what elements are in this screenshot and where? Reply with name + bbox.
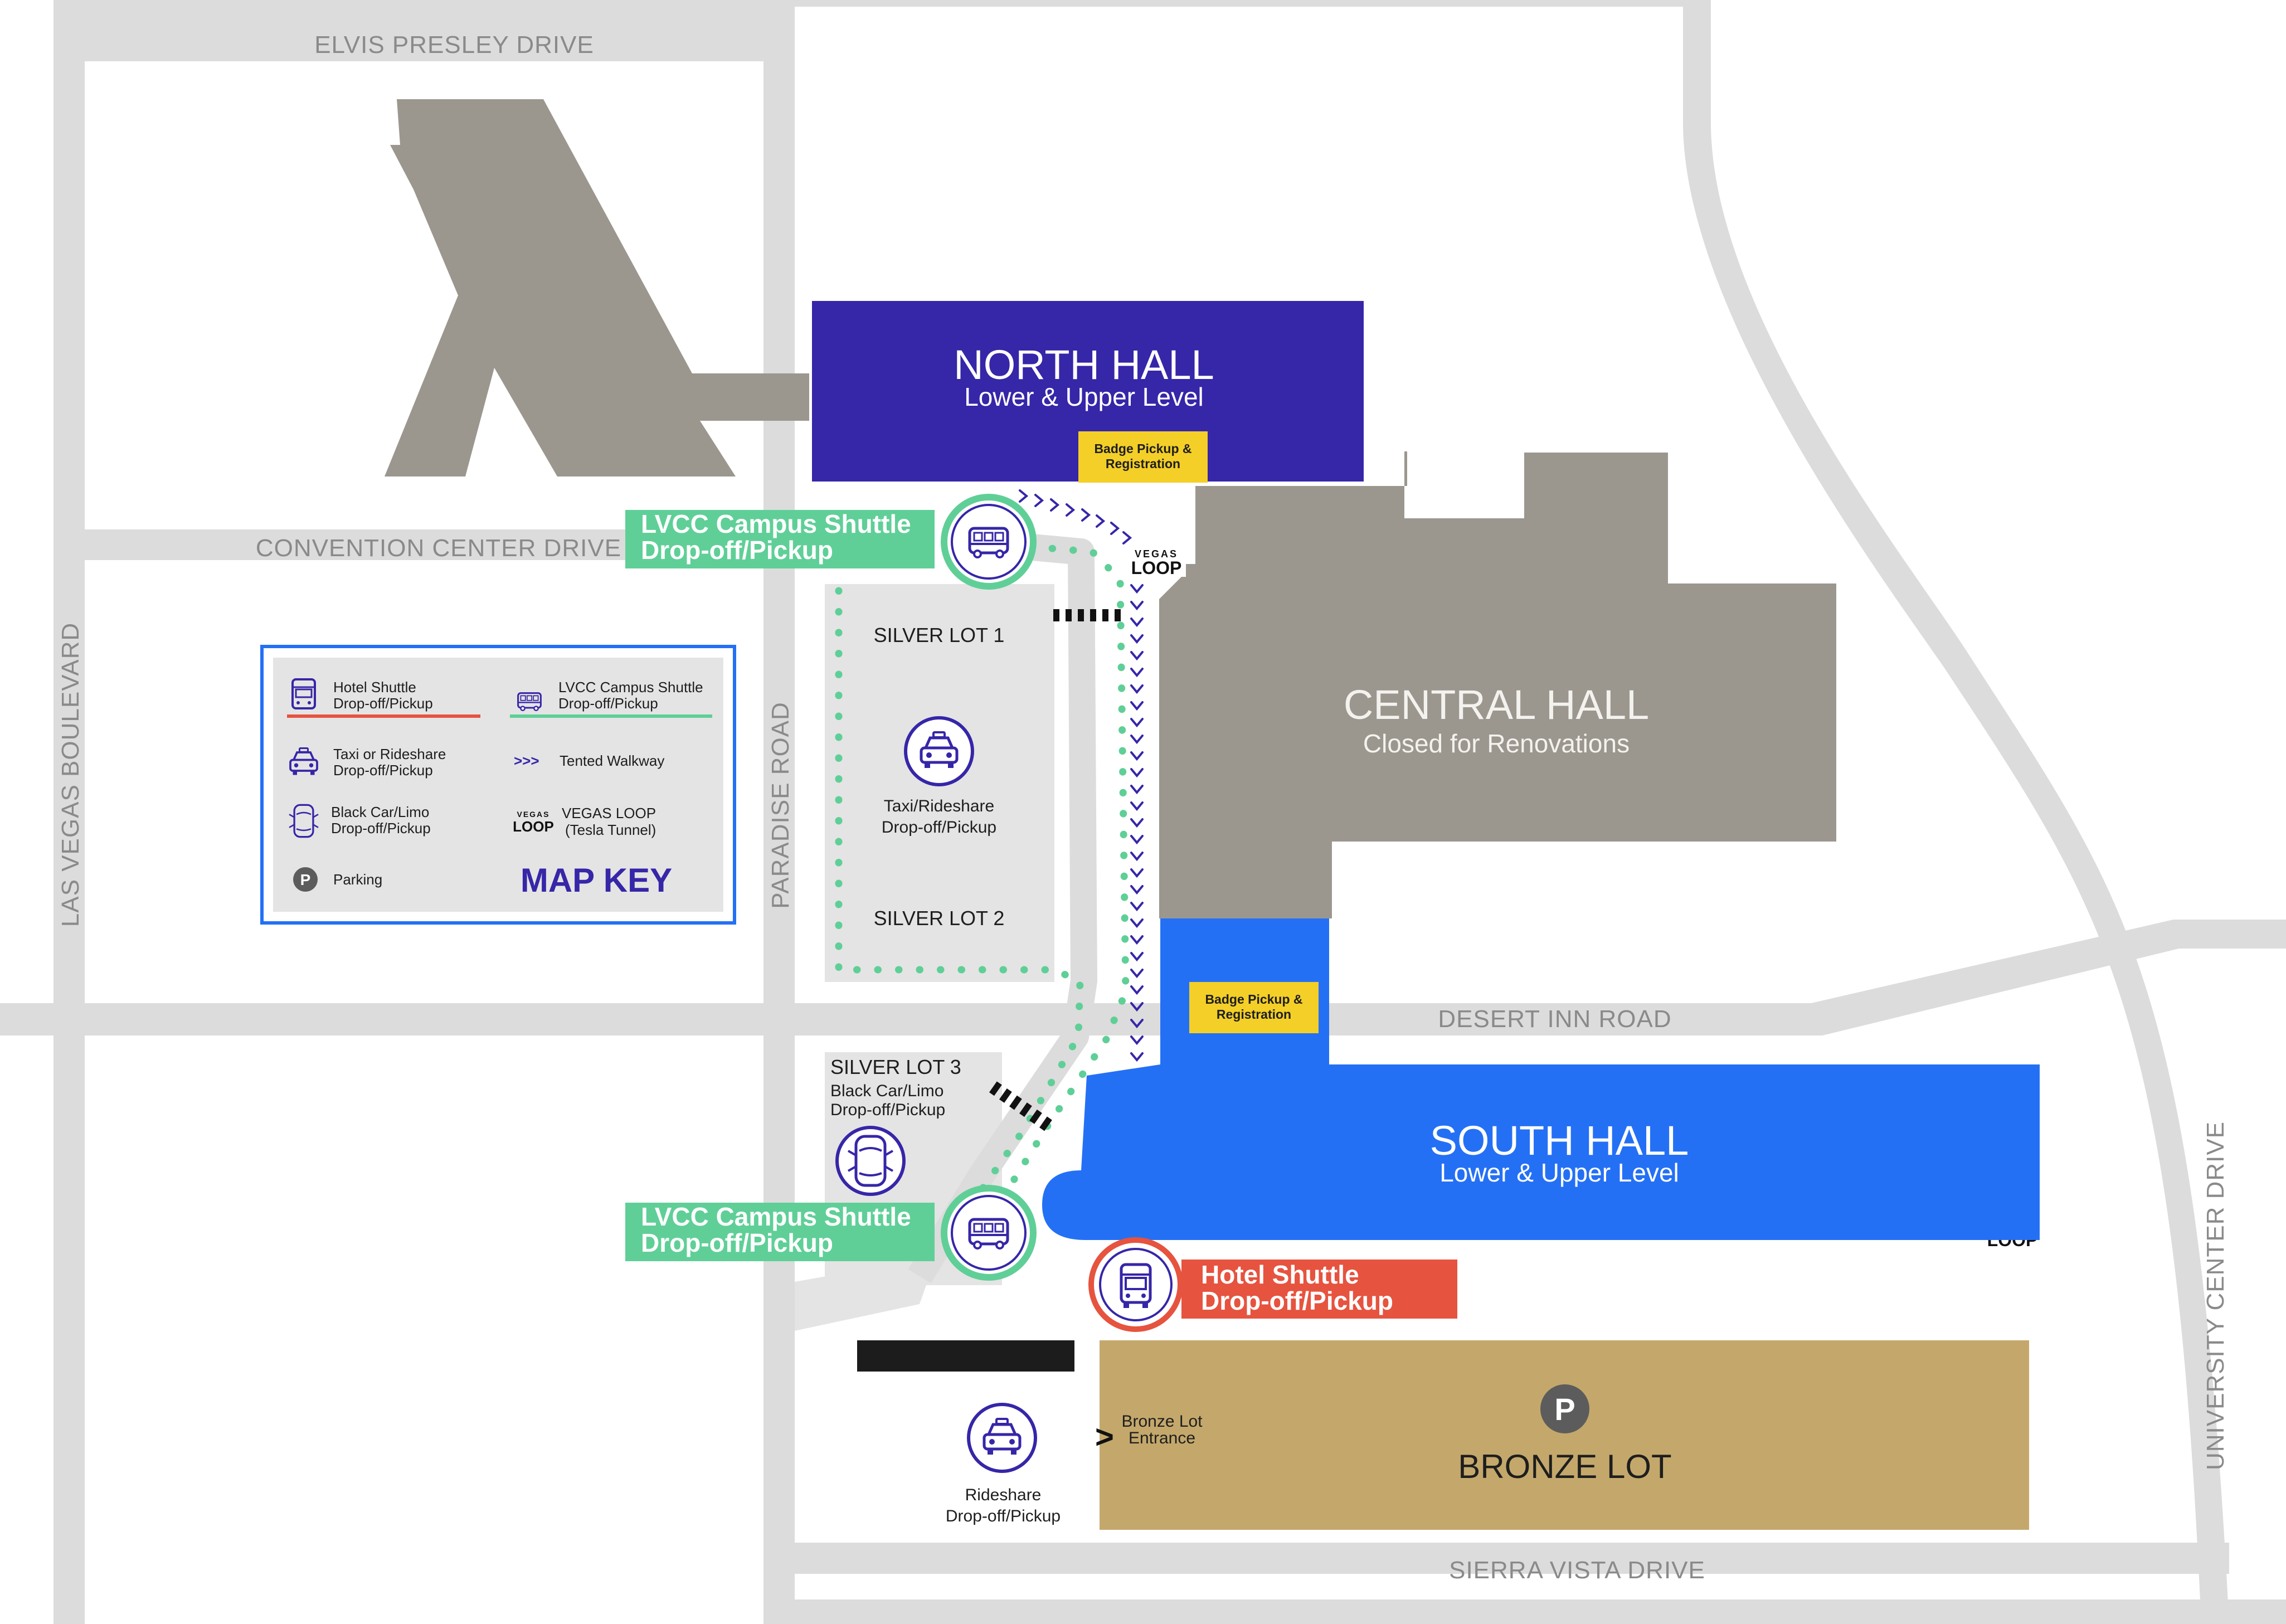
svg-text:VEGAS: VEGAS [517,810,549,819]
svg-text:Parking: Parking [333,871,382,888]
parking-icon: P [1540,1384,1589,1433]
taxi-rideshare-label-1: Taxi/Rideshare [884,797,994,815]
badge-pickup-south: Badge Pickup & Registration [1189,982,1319,1033]
label-desert-inn: DESERT INN ROAD [1438,1005,1671,1033]
bronze-entrance-1: Bronze Lot [1121,1412,1203,1431]
key-taxi: Taxi or Rideshare Drop-off/Pickup [289,746,446,779]
svg-text:Drop-off/Pickup: Drop-off/Pickup [333,695,433,712]
taxi-rideshare-label-2: Drop-off/Pickup [882,818,996,837]
silver-lot-3-sub-1: Black Car/Limo [830,1082,943,1100]
key-walkway: >>> Tented Walkway [514,752,664,769]
road-sierra-vista [763,1543,2229,1574]
svg-text:Drop-off/Pickup: Drop-off/Pickup [558,695,658,712]
key-hotel-shuttle: Hotel Shuttle Drop-off/Pickup [287,678,480,718]
svg-text:LOOP: LOOP [1131,558,1182,578]
tented-walkway [1019,489,1144,1062]
svg-text:Tented Walkway: Tented Walkway [560,752,664,769]
central-hall-title: CENTRAL HALL [1344,682,1649,728]
hotel-shuttle-callout: Hotel Shuttle Drop-off/Pickup [1088,1237,1457,1332]
svg-text:Badge Pickup &: Badge Pickup & [1205,992,1302,1007]
bronze-entrance-2: Entrance [1129,1429,1195,1447]
bus-icon [970,1219,1008,1248]
svg-text:LOOP: LOOP [513,818,554,835]
svg-text:Badge Pickup &: Badge Pickup & [1094,441,1191,456]
campus-shuttle-callout-south: LVCC Campus Shuttle Drop-off/Pickup [625,1185,1037,1281]
west-building [385,99,809,476]
svg-text:Drop-off/Pickup: Drop-off/Pickup [331,820,431,837]
bus-icon [970,528,1008,557]
silver-lot-3-sub-2: Drop-off/Pickup [830,1101,945,1119]
badge-pickup-north: Badge Pickup & Registration [1078,431,1208,483]
svg-text:Hotel Shuttle: Hotel Shuttle [1201,1260,1359,1289]
rideshare-label-1: Rideshare [965,1486,1042,1504]
svg-text:P: P [1554,1392,1575,1427]
bronze-entrance-arrow: > [1095,1419,1114,1455]
crosswalks [989,609,1121,1131]
road-bottom-edge [763,1599,2286,1624]
central-hall [1159,451,1836,918]
svg-text:Hotel Shuttle: Hotel Shuttle [333,679,416,696]
label-convention-center: CONVENTION CENTER DRIVE [256,534,621,562]
map-key-title: MAP KEY [521,862,672,899]
road-desert-inn-east [1326,920,2286,1035]
svg-text:Drop-off/Pickup: Drop-off/Pickup [641,1228,833,1257]
campus-shuttle-callout-north: LVCC Campus Shuttle Drop-off/Pickup [625,494,1037,590]
svg-text:Taxi or Rideshare: Taxi or Rideshare [333,746,446,762]
svg-text:P: P [300,871,311,888]
svg-text:Drop-off/Pickup: Drop-off/Pickup [641,536,833,565]
svg-text:LVCC Campus Shuttle: LVCC Campus Shuttle [641,509,911,538]
svg-text:Drop-off/Pickup: Drop-off/Pickup [333,762,433,779]
road-las-vegas-blvd [53,0,85,1624]
central-hall-subtitle: Closed for Renovations [1363,729,1630,758]
label-sierra-vista: SIERRA VISTA DRIVE [1449,1557,1705,1584]
svg-text:(Tesla Tunnel): (Tesla Tunnel) [565,821,656,838]
svg-text:Registration: Registration [1106,456,1180,471]
rideshare-taxi-icon [967,1403,1037,1473]
label-paradise: PARADISE ROAD [767,702,794,909]
svg-text:VEGAS: VEGAS [1135,548,1178,560]
svg-text:Black Car/Limo: Black Car/Limo [331,804,429,820]
silver-lot-1-label: SILVER LOT 1 [874,624,1005,646]
label-elvis-presley: ELVIS PRESLEY DRIVE [314,31,594,59]
svg-text:LVCC Campus Shuttle: LVCC Campus Shuttle [558,679,703,696]
taxi-icon [904,716,974,786]
map-key: Hotel Shuttle Drop-off/Pickup LVCC Campu… [260,645,736,925]
svg-text:VEGAS LOOP: VEGAS LOOP [562,805,656,821]
black-barrier [857,1340,1074,1372]
label-university-center: UNIVERSITY CENTER DRIVE [2202,1121,2229,1470]
car-icon [835,1126,906,1196]
road-elvis-presley [53,0,795,61]
north-hall-subtitle: Lower & Upper Level [964,382,1204,411]
bronze-lot [1100,1340,2029,1530]
key-parking: P Parking [293,867,382,892]
road-top-right-frame [795,0,1686,7]
rideshare-label-2: Drop-off/Pickup [946,1507,1061,1525]
key-black-car: Black Car/Limo Drop-off/Pickup [288,804,431,838]
silver-lot-3-label: SILVER LOT 3 [830,1056,961,1078]
south-hall-subtitle: Lower & Upper Level [1439,1158,1679,1187]
vegas-loop-north: VEGAS LOOP [1126,546,1186,578]
silver-lot-2-label: SILVER LOT 2 [874,907,1005,930]
svg-text:Drop-off/Pickup: Drop-off/Pickup [1201,1286,1393,1315]
bronze-lot-title: BRONZE LOT [1458,1448,1671,1485]
road-paradise [763,0,795,1624]
svg-text:>>>: >>> [514,752,539,769]
north-hall-title: NORTH HALL [954,342,1214,388]
silver-lot-connector [795,1257,936,1331]
key-campus-shuttle: LVCC Campus Shuttle Drop-off/Pickup [510,679,712,718]
svg-text:LVCC Campus Shuttle: LVCC Campus Shuttle [641,1202,911,1231]
south-hall-title: SOUTH HALL [1430,1117,1689,1164]
label-las-vegas-blvd: LAS VEGAS BOULEVARD [57,623,84,927]
svg-text:Registration: Registration [1217,1007,1291,1022]
key-vegas-loop: VEGAS LOOP VEGAS LOOP (Tesla Tunnel) [513,805,656,838]
